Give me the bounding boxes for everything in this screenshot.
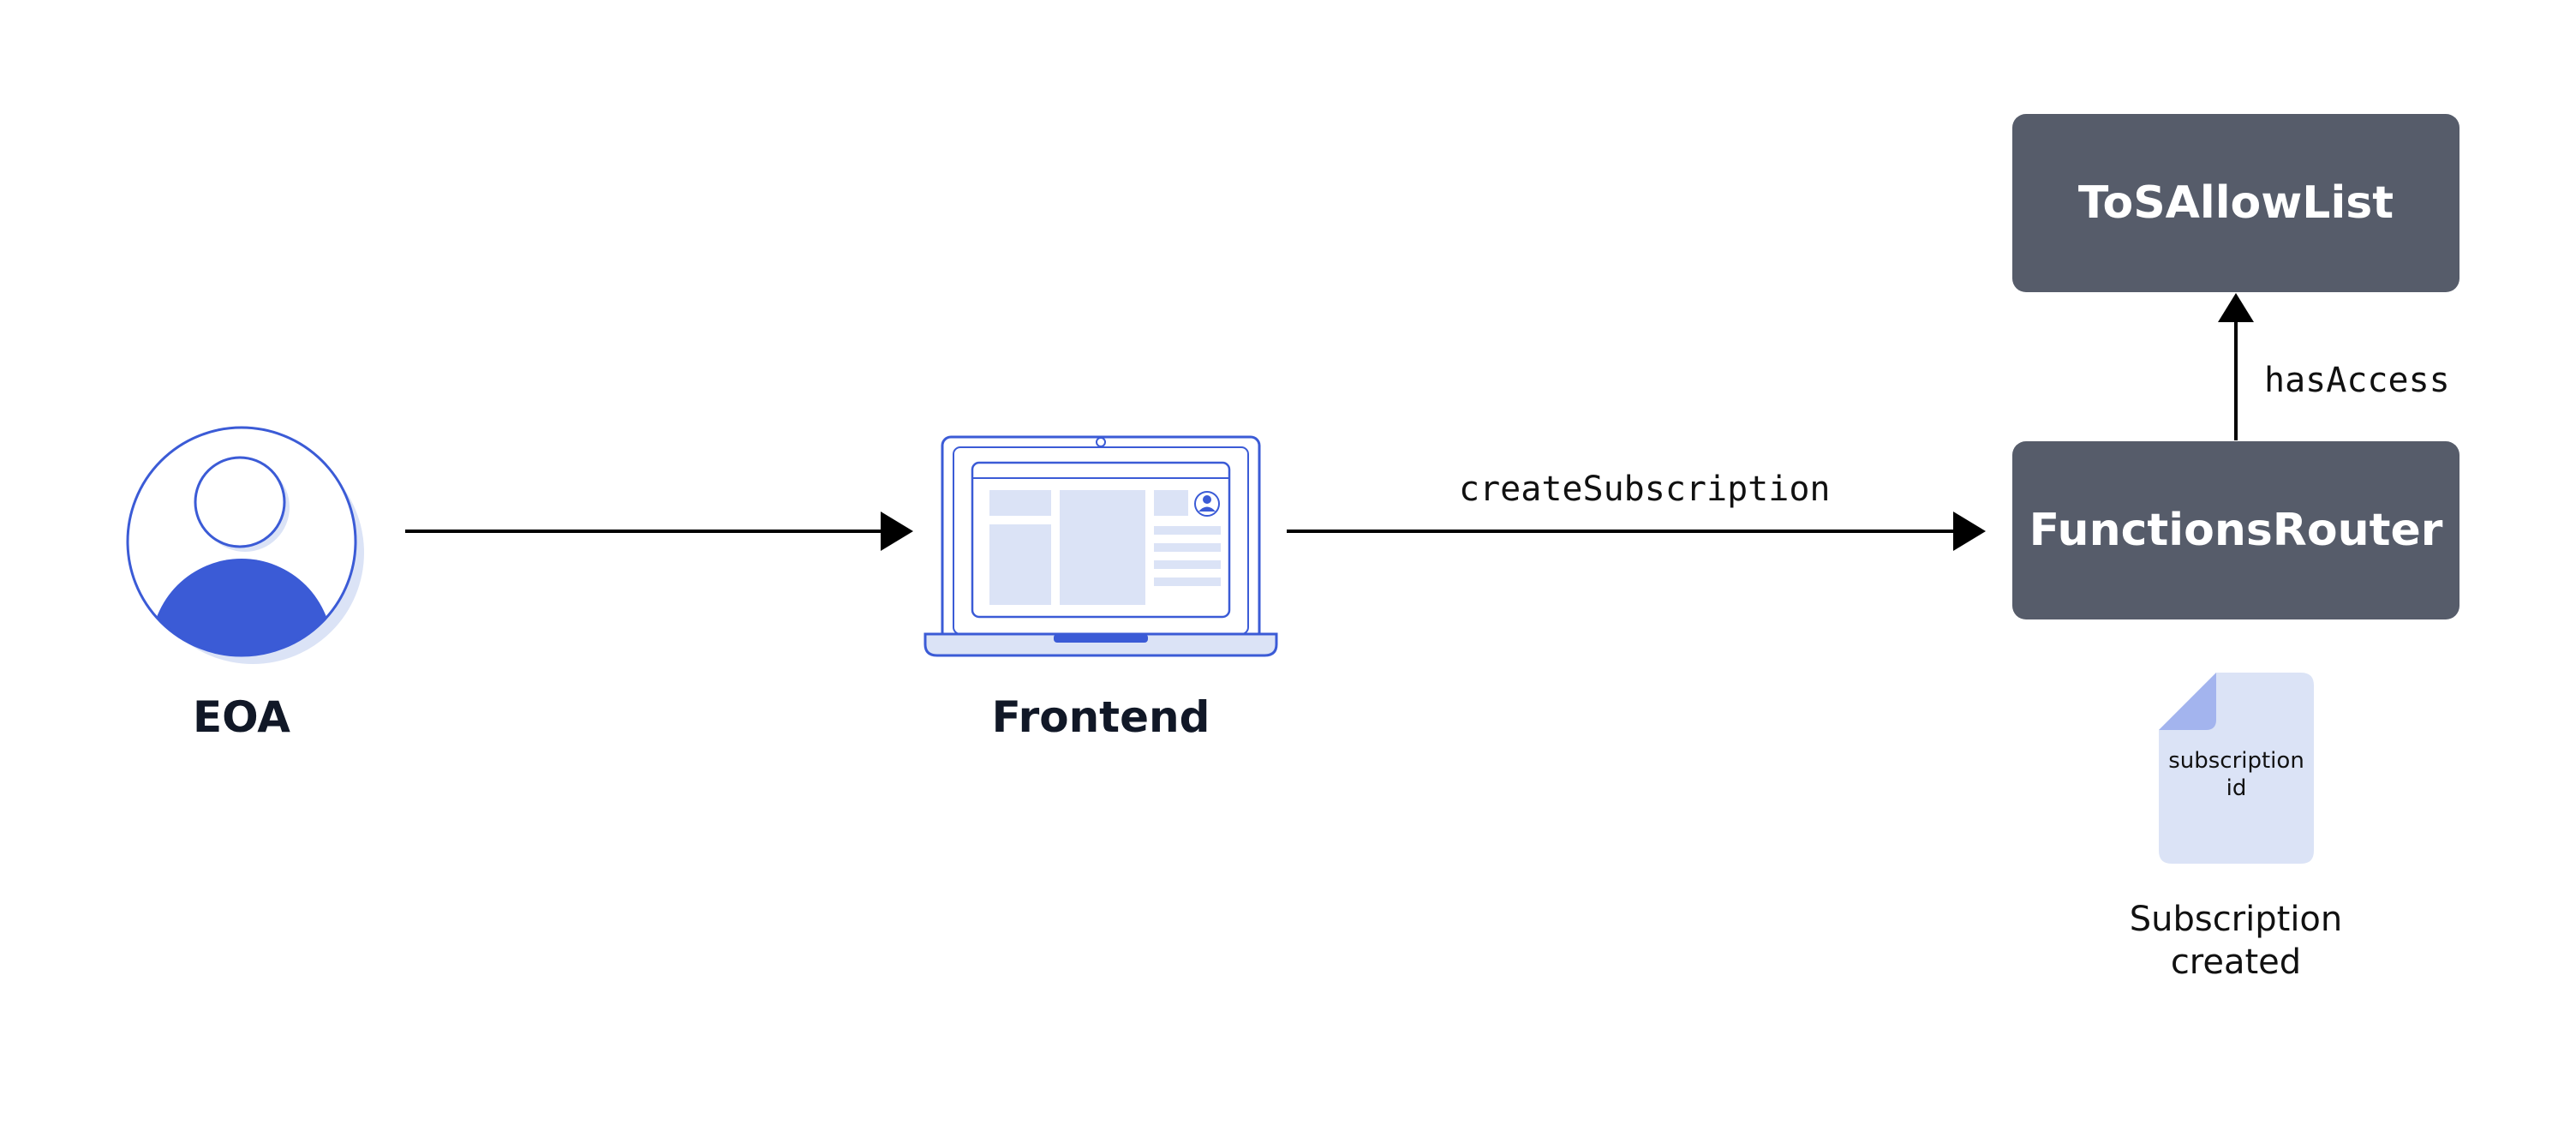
document-text-line2: id	[2226, 775, 2247, 801]
eoa-label: EOA	[192, 692, 290, 742]
caption-line2: created	[2170, 942, 2302, 982]
tos-allow-list-box: ToSAllowList	[2012, 114, 2459, 292]
functions-router-label: FunctionsRouter	[2029, 505, 2443, 556]
create-subscription-label: createSubscription	[1459, 470, 1831, 509]
document-icon	[2159, 673, 2314, 864]
user-icon	[126, 426, 364, 664]
frontend-label: Frontend	[991, 692, 1210, 742]
laptop-icon	[923, 435, 1278, 657]
caption-line1: Subscription	[2129, 900, 2343, 939]
arrow-frontend-to-functions-router	[1287, 512, 1986, 551]
subscription-created-caption: Subscription created	[2065, 898, 2407, 984]
functions-router-box: FunctionsRouter	[2012, 441, 2459, 619]
has-access-label: hasAccess	[2264, 361, 2450, 400]
tos-allow-list-label: ToSAllowList	[2077, 177, 2394, 229]
arrow-router-to-allow-list	[2218, 293, 2254, 440]
arrow-eoa-to-frontend	[405, 512, 913, 551]
document-text-line1: subscription	[2168, 748, 2304, 774]
document-text: subscription id	[2159, 747, 2314, 802]
